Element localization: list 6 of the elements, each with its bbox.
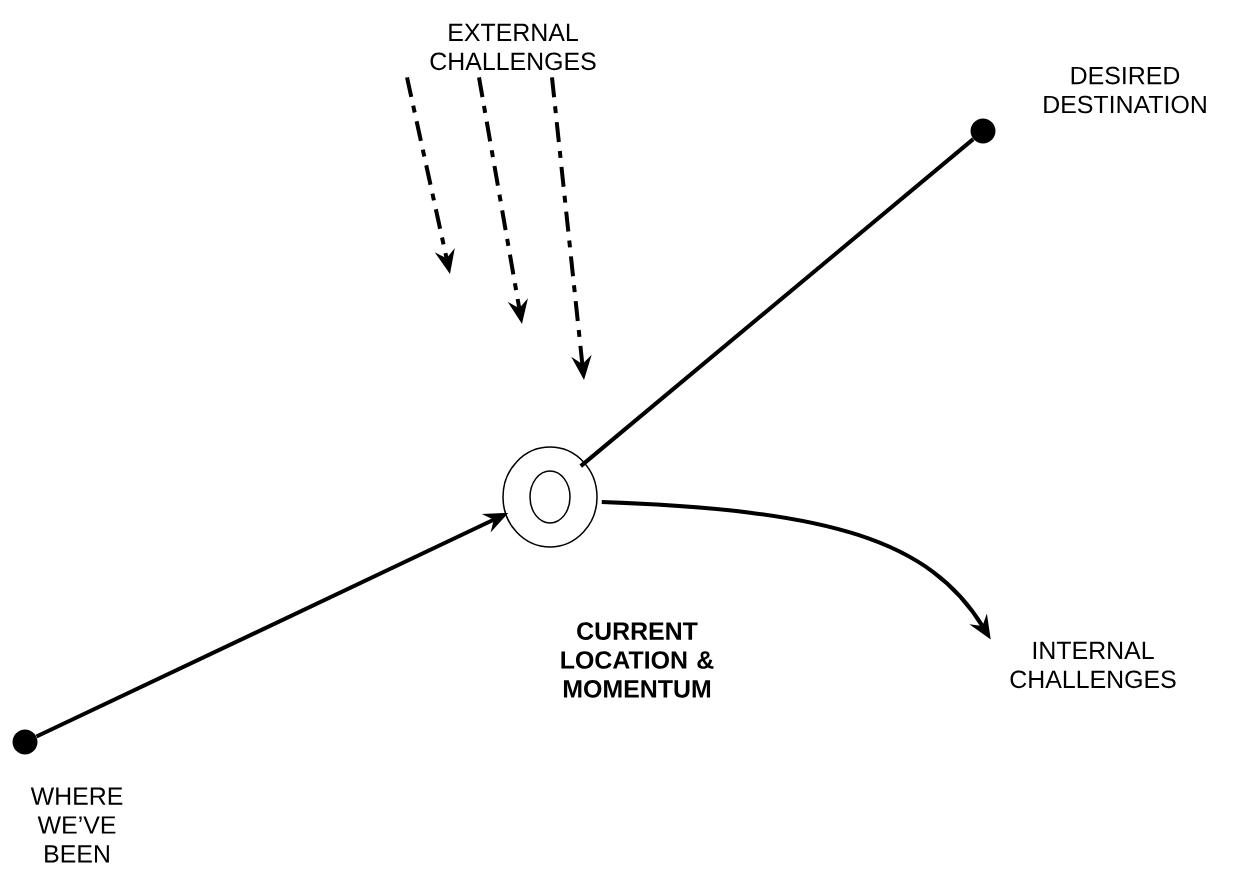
node-label: CURRENT LOCATION & MOMENTUM <box>561 622 714 698</box>
line <box>579 137 975 468</box>
text-label: INTERNAL CHALLENGES <box>1010 641 1176 689</box>
node-label: DESIRED DESTINATION <box>1044 66 1206 114</box>
text-label: EXTERNAL CHALLENGES <box>430 23 596 71</box>
node-label: WHERE WE’VE BEEN <box>30 787 123 863</box>
